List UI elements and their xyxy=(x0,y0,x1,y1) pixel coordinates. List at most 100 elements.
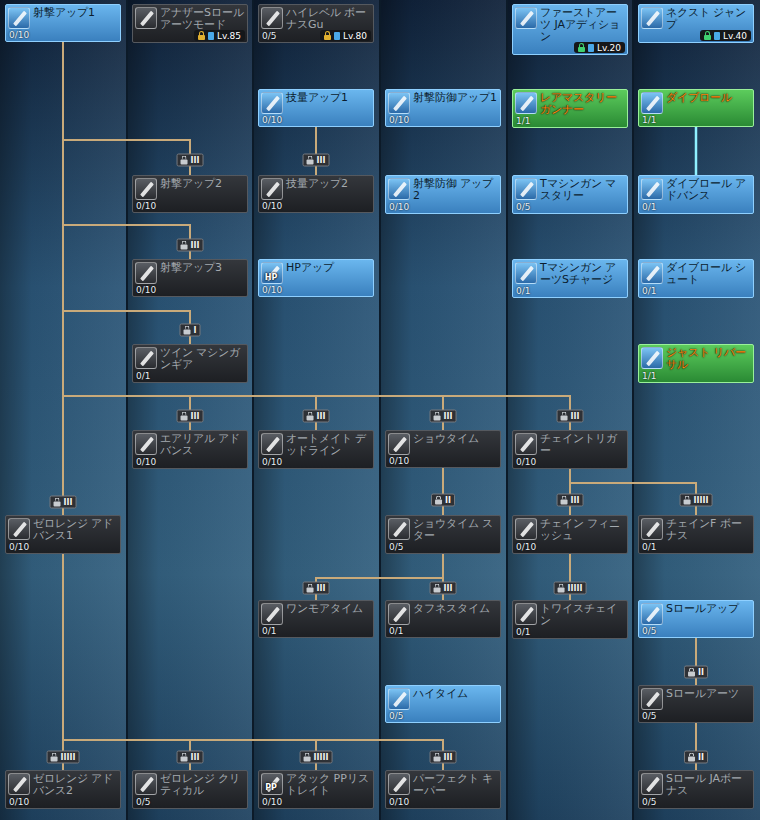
skill-icon xyxy=(135,433,157,455)
skill-icon xyxy=(135,7,157,29)
skill-points: 0/1 xyxy=(642,286,656,296)
skill-icon xyxy=(641,92,663,114)
skill-box: ゼロレンジ アドバンス1 0/10 xyxy=(5,515,121,554)
icon-glyph xyxy=(266,96,280,112)
icon-glyph xyxy=(393,437,407,453)
skill-icon xyxy=(135,262,157,284)
skill-name: レアマスタリー ガンナー xyxy=(540,92,625,116)
skill-box: Tマシンガン アーツSチャージ0/1 xyxy=(512,259,628,298)
icon-glyph xyxy=(520,11,534,27)
icon-glyph xyxy=(140,182,154,198)
skill-icon xyxy=(641,7,663,29)
skill-icon xyxy=(641,688,663,710)
skill-box: ゼロレンジ アドバンス20/10 xyxy=(5,770,121,809)
prerequisite-line xyxy=(63,554,316,770)
lock-icon xyxy=(181,415,188,420)
skill-name: ハイタイム xyxy=(413,688,498,700)
lock-icon xyxy=(307,159,314,164)
skill-icon xyxy=(135,178,157,200)
lock-badge: I xyxy=(180,324,201,337)
skill-points: 0/10 xyxy=(389,202,409,212)
skill-name: Sロール JAボーナス xyxy=(666,773,751,797)
lock-badge: III xyxy=(177,410,204,423)
skill-name: ショウタイム スター xyxy=(413,518,498,542)
skill-box: 射撃アップ3 0/10 xyxy=(132,259,248,297)
skill-points: 0/5 xyxy=(136,797,150,807)
skill-box: Sロールアーツ0/5 xyxy=(638,685,754,723)
prerequisite-line xyxy=(316,554,443,600)
lock-icon xyxy=(181,756,188,761)
skill-name: ゼロレンジ クリティカル xyxy=(160,773,245,797)
skill-icon xyxy=(261,7,283,29)
skill-box: ハイタイム0/5 xyxy=(385,685,501,723)
skill-name: Sロールアップ xyxy=(666,603,751,615)
skill-box: 射撃防御 アップ20/10 xyxy=(385,175,501,214)
lock-icon xyxy=(51,756,58,761)
required-level: IIIII xyxy=(314,753,329,762)
skill-name: タフネスタイム xyxy=(413,603,498,615)
prerequisite-line xyxy=(62,42,64,515)
skill-points: 0/1 xyxy=(262,626,276,636)
skill-name: ワンモアタイム xyxy=(286,603,371,615)
skill-points: 0/5 xyxy=(516,202,530,212)
icon-glyph xyxy=(393,182,407,198)
icon-glyph xyxy=(393,692,407,708)
skill-icon xyxy=(388,433,410,455)
skill-points: 0/1 xyxy=(642,542,656,552)
skill-icon xyxy=(515,7,537,29)
skill-icon xyxy=(641,262,663,284)
level-requirement: Lv.80 xyxy=(343,31,367,41)
skill-icon xyxy=(261,178,283,200)
skill-points: 0/10 xyxy=(389,797,409,807)
lock-icon xyxy=(561,499,568,504)
required-level: III xyxy=(444,584,453,593)
skill-box: レアマスタリー ガンナー1/1 xyxy=(512,89,628,128)
lock-badge: III xyxy=(303,582,330,595)
skill-name: ファーストアーツ JAアディション xyxy=(540,7,625,43)
skill-icon xyxy=(641,603,663,625)
skill-icon xyxy=(515,518,537,540)
required-level: III xyxy=(317,584,326,593)
skill-points: 0/10 xyxy=(136,285,156,295)
lock-icon xyxy=(434,756,441,761)
lock-icon xyxy=(434,415,441,420)
skill-points: 0/1 xyxy=(136,371,150,381)
prerequisite-line xyxy=(63,42,190,175)
required-level: III xyxy=(317,412,326,421)
skill-name: 射撃アップ3 xyxy=(160,262,245,274)
prerequisite-line xyxy=(442,468,444,515)
icon-glyph xyxy=(520,437,534,453)
skill-points: 0/10 xyxy=(9,542,29,552)
skill-icon xyxy=(8,7,30,29)
lock-icon xyxy=(184,329,191,334)
class-icon xyxy=(714,32,720,40)
skill-points: 0/10 xyxy=(389,115,409,125)
skill-icon xyxy=(8,518,30,540)
skill-box: ネクスト ジャンプLv.40 xyxy=(638,4,754,43)
skill-name: ゼロレンジ アドバンス1 xyxy=(33,518,118,542)
skill-icon xyxy=(515,603,537,625)
lock-icon xyxy=(307,415,314,420)
skill-name: HPアップ xyxy=(286,262,371,274)
skill-box: ゼロレンジ クリティカル 0/5 xyxy=(132,770,248,809)
lock-icon xyxy=(181,244,188,249)
level-lock-bar: Lv.20 xyxy=(574,42,625,53)
skill-name: ツイン マシンガンギア xyxy=(160,347,245,371)
skill-icon xyxy=(261,433,283,455)
skill-box: チェインF ボーナス0/1 xyxy=(638,515,754,554)
skill-points: 0/10 xyxy=(136,457,156,467)
prerequisite-line xyxy=(63,42,190,259)
skill-box: Tマシンガン マスタリー0/5 xyxy=(512,175,628,214)
required-level: III xyxy=(317,156,326,165)
skill-name: ハイレベル ボーナスGu xyxy=(286,7,371,31)
lock-icon xyxy=(304,756,311,761)
skill-name: ゼロレンジ アドバンス2 xyxy=(33,773,118,797)
skill-name: アタック PPリストレイト xyxy=(286,773,371,797)
level-requirement: Lv.85 xyxy=(217,31,241,41)
skill-points: 0/10 xyxy=(516,457,536,467)
skill-points: 0/5 xyxy=(389,542,403,552)
icon-glyph xyxy=(646,522,660,538)
skill-points: 0/1 xyxy=(516,286,530,296)
skill-box: 技量アップ10/10 xyxy=(258,89,374,127)
lock-badge: IIIII xyxy=(300,751,333,764)
